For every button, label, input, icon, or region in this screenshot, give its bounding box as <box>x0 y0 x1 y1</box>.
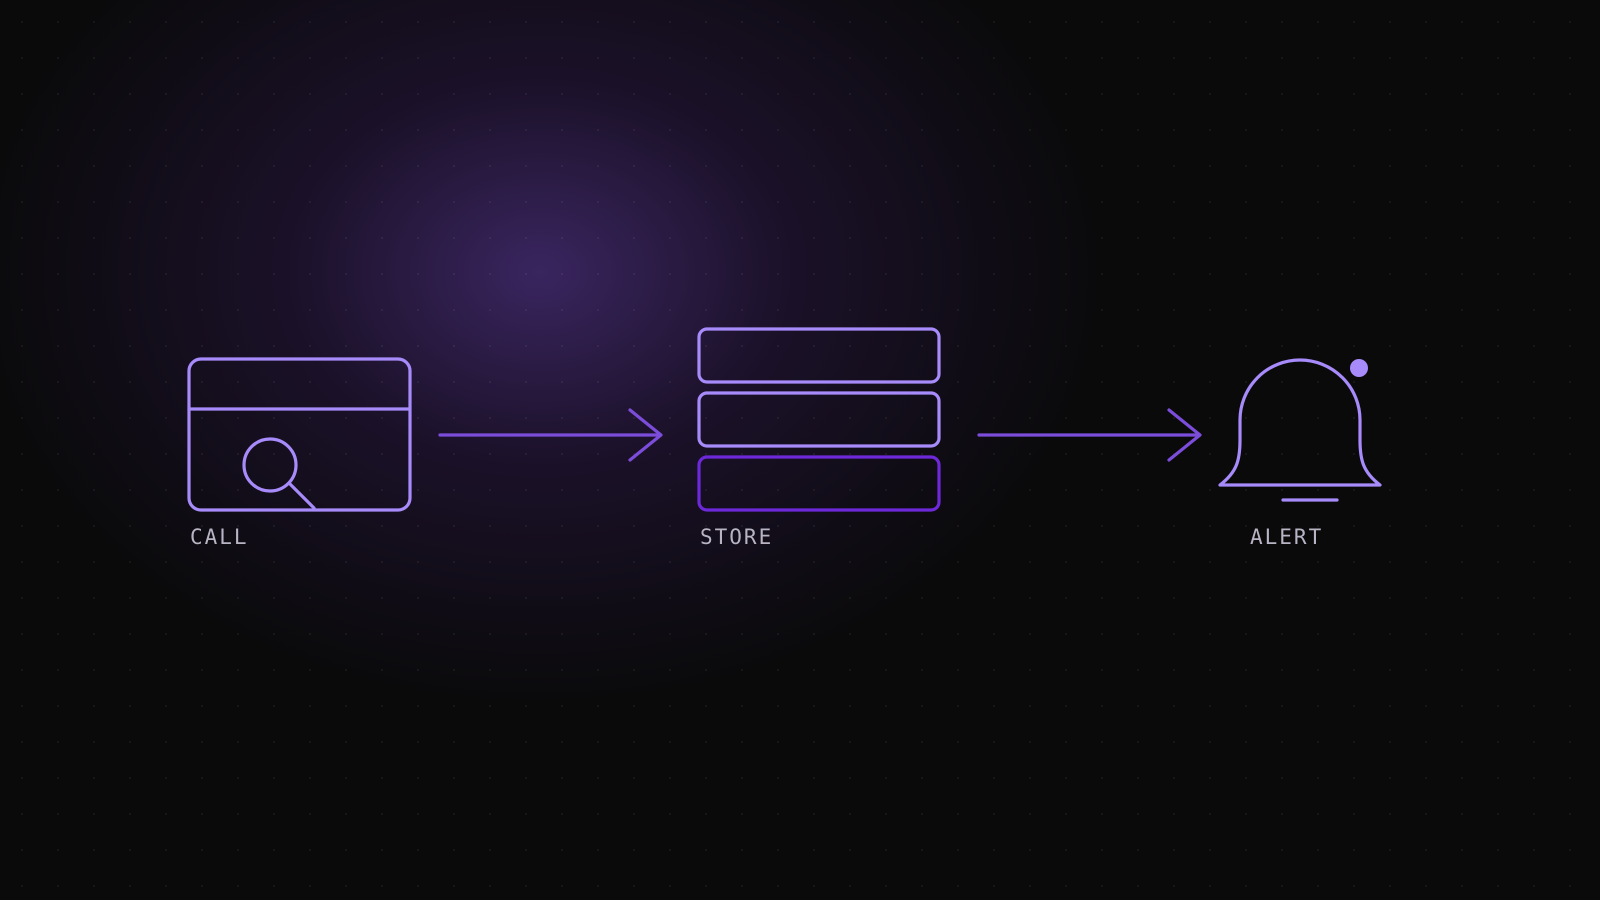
node-label-store: STORE <box>700 525 774 549</box>
bell-notification-icon <box>1218 358 1382 502</box>
node-label-call: CALL <box>190 525 249 549</box>
storage-stack-icon <box>697 327 941 512</box>
arrow-call-to-store <box>438 408 663 462</box>
node-label-alert: ALERT <box>1250 525 1324 549</box>
browser-search-icon <box>187 357 412 512</box>
notification-dot <box>1350 359 1368 377</box>
arrow-store-to-alert <box>977 408 1202 462</box>
